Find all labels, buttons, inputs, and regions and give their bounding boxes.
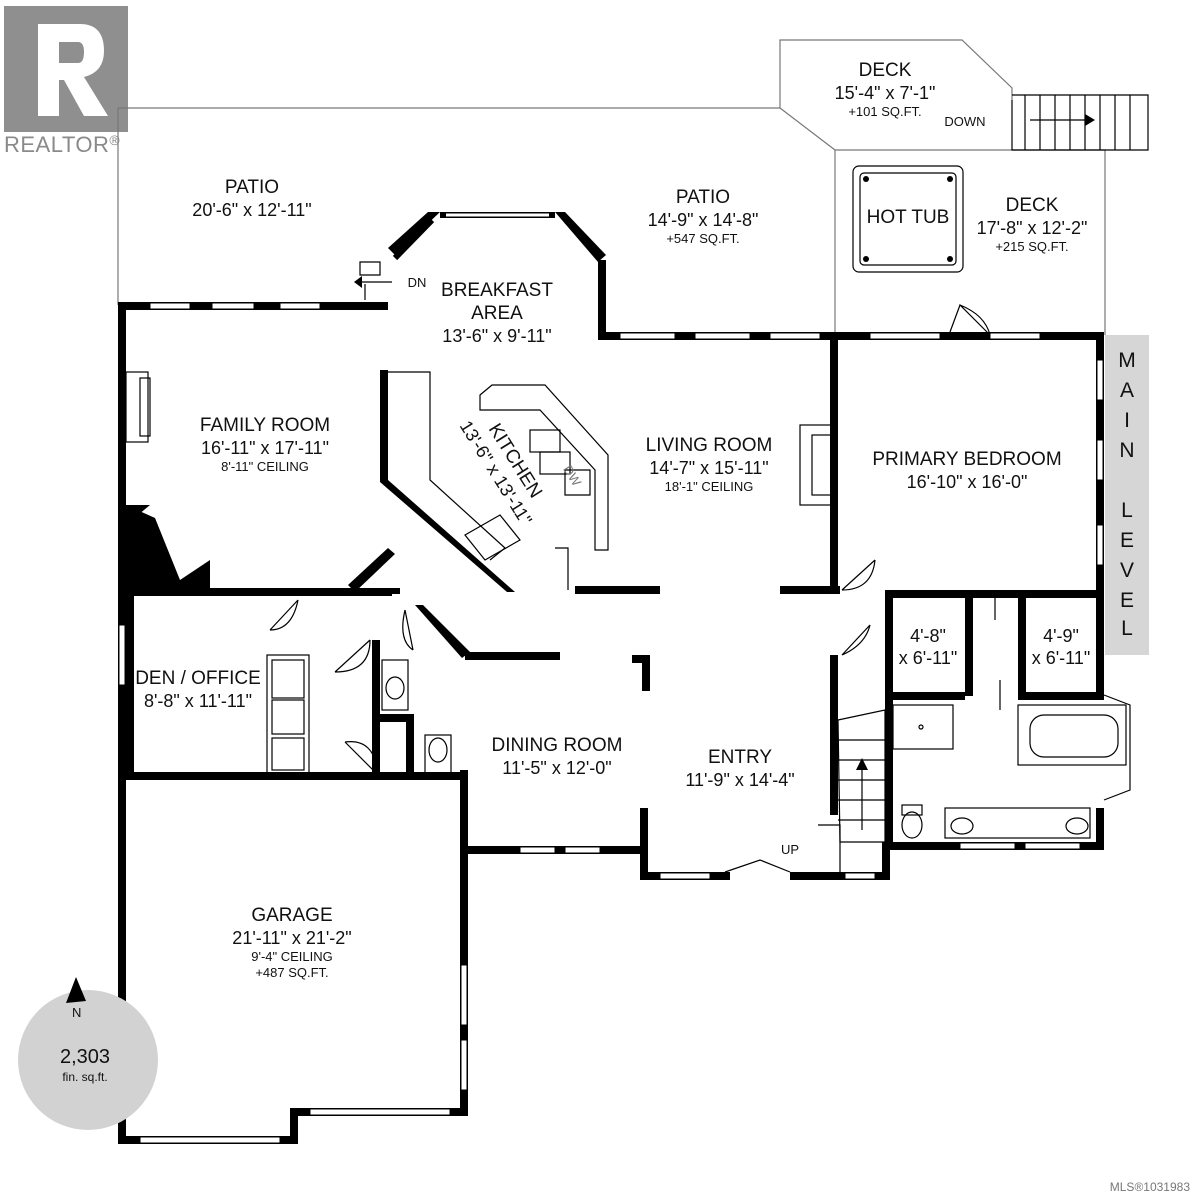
dn-label: DN [407,275,427,290]
realtor-logo-text: REALTOR® [4,132,121,157]
level-letter: V [1119,559,1134,582]
patio-mid-label: PATIO 14'-9" x 14'-8" +547 SQ.FT. [647,187,759,247]
level-letter: E [1119,589,1134,612]
level-letter: M [1118,349,1136,372]
family-room-label: FAMILY ROOM 16'-11" x 17'-11" 8'-11" CEI… [199,415,331,475]
primary-bedroom-label: PRIMARY BEDROOM 16'-10" x 16'-0" [872,449,1062,492]
garage-label: GARAGE 21'-11" x 21'-2" 9'-4" CEILING +4… [232,905,352,980]
level-letter: I [1124,409,1130,432]
down-label: DOWN [944,114,986,129]
dining-room-label: DINING ROOM 11'-5" x 12'-0" [491,735,623,778]
level-letter: A [1119,379,1134,402]
level-letter: L [1121,499,1133,522]
sqft-badge [18,990,158,1130]
patio-left-label: PATIO 20'-6" x 12'-11" [192,177,312,220]
main-level-banner: M A I N L E V E L [1105,335,1149,655]
level-letter: N [1119,439,1135,462]
closet-b-label: 4'-9" x 6'-11" [1031,626,1091,668]
up-label: UP [780,842,800,857]
breakfast-area-label: BREAKFAST AREA 13'-6" x 9'-11" [441,280,553,346]
living-room-label: LIVING ROOM 14'-7" x 15'-11" 18'-1" CEIL… [645,435,773,495]
den-office-label: DEN / OFFICE 8'-8" x 11'-11" [135,668,261,711]
deck-right-label: DECK 17'-8" x 12'-2" +215 SQ.FT. [976,195,1088,255]
level-letter: L [1121,617,1133,640]
hot-tub-label: HOT TUB [866,207,950,228]
sqft-unit: fin. sq.ft. [62,1070,108,1084]
mls-number: MLS®1031983 [1109,1180,1190,1194]
level-letter: E [1119,529,1134,552]
closet-a-label: 4'-8" x 6'-11" [898,626,958,668]
deck-top-label: DECK 15'-4" x 7'-1" +101 SQ.FT. [834,60,936,120]
total-sqft: 2,303 [59,1046,111,1068]
north-label: N [72,1005,82,1020]
entry-label: ENTRY 11'-9" x 14'-4" [685,747,795,790]
realtor-logo [4,6,128,156]
north-arrow-icon [66,977,86,1003]
